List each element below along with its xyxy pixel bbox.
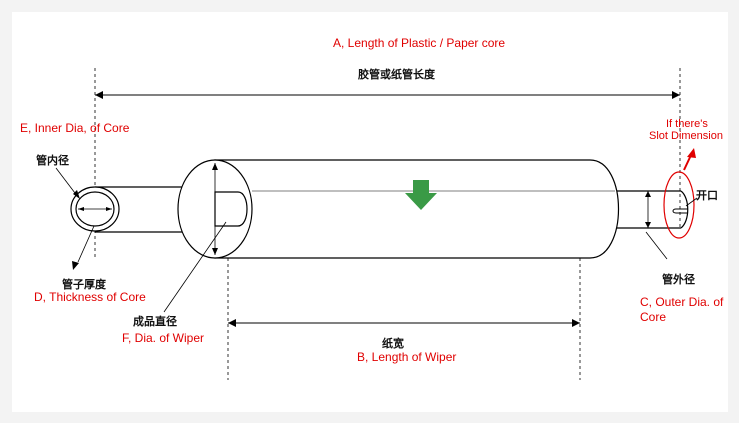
label-f-wiper-dia: F, Dia. of Wiper xyxy=(122,331,205,345)
label-cn-outer-dia: 管外径 xyxy=(662,273,695,286)
label-c-outer-dia-line1: C, Outer Dia. of xyxy=(640,295,724,309)
outer-dia-leader xyxy=(645,231,668,260)
label-c-outer-dia-line2: Core xyxy=(640,310,667,324)
inner-dia-leader xyxy=(55,167,79,198)
label-slot-line2: Slot Dimension xyxy=(649,130,723,142)
label-b-wiper-length: B, Length of Wiper xyxy=(357,350,457,364)
label-cn-inner-dia: 管内径 xyxy=(36,154,69,167)
core-tube-left xyxy=(95,186,195,233)
slot-callout-arrow xyxy=(683,148,696,171)
core-length-dimension-arrow xyxy=(95,91,680,99)
slot-leader xyxy=(685,197,698,207)
label-cn-core-length: 胶管或纸管长度 xyxy=(358,68,435,81)
slot-notch xyxy=(672,208,688,214)
label-cn-paper-width: 纸宽 xyxy=(382,337,404,350)
label-cn-thickness: 管子厚度 xyxy=(62,278,106,291)
finished-dia-leader xyxy=(163,221,227,313)
label-d-thickness: D, Thickness of Core xyxy=(34,290,146,304)
label-cn-slot: 开口 xyxy=(696,189,718,202)
label-e-inner-dia: E, Inner Dia, of Core xyxy=(20,121,130,135)
wiper-length-dimension-arrow xyxy=(228,319,580,327)
roll-diameter-dimension xyxy=(212,163,218,255)
thickness-leader xyxy=(77,225,95,263)
slot-highlight-ellipse xyxy=(663,171,695,239)
green-down-arrow-icon xyxy=(405,180,437,210)
label-a-core-length: A, Length of Plastic / Paper core xyxy=(333,36,506,50)
outer-diameter-dimension xyxy=(645,191,651,228)
label-slot-line1: If there's xyxy=(666,118,708,130)
core-end-left xyxy=(70,186,120,232)
wiper-roll-body xyxy=(177,159,620,259)
label-cn-finished-dia: 成品直径 xyxy=(133,315,177,328)
